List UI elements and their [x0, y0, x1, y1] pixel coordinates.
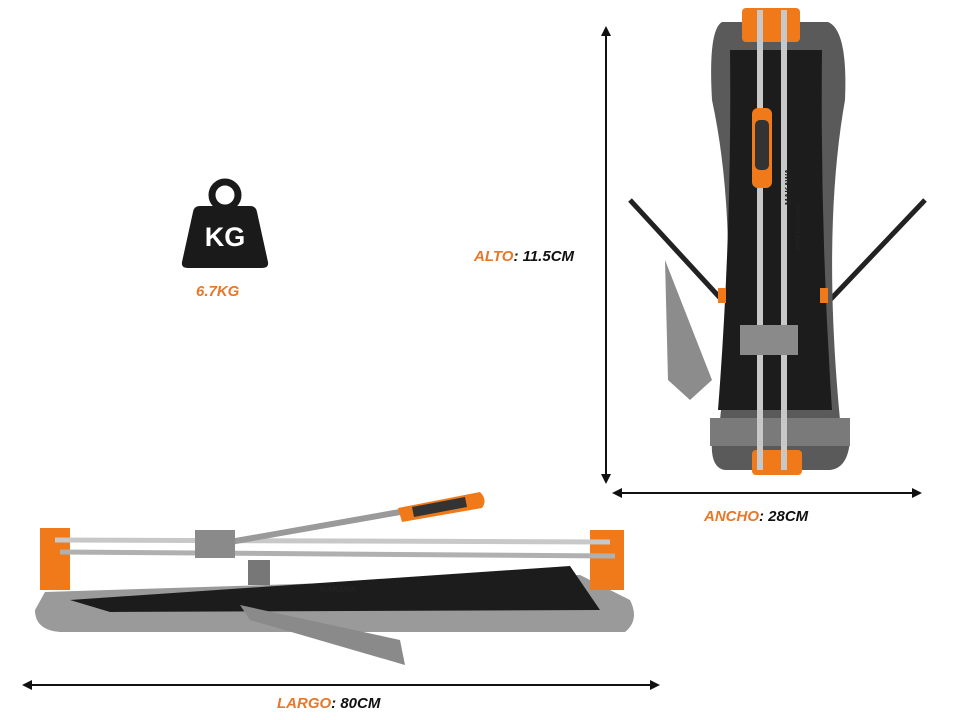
height-arrow — [601, 26, 611, 484]
length-label: LARGO: 80CM — [277, 695, 380, 712]
height-label-key: ALTO — [474, 248, 514, 265]
weight-value: 6.7KG — [196, 283, 240, 300]
subbrand-logo-top: PROFESSIONAL — [796, 202, 802, 250]
brand-logo-top: MAKAWA — [784, 168, 793, 205]
tile-cutter-side-view — [35, 492, 634, 665]
width-label-key: ANCHO — [704, 508, 759, 525]
length-arrow — [22, 680, 660, 690]
width-label: ANCHO: 28CM — [704, 508, 808, 525]
width-arrow — [612, 488, 922, 498]
weight-icon — [181, 178, 269, 268]
height-label: ALTO: 11.5CM — [474, 248, 574, 265]
tile-cutter-top-view — [628, 8, 927, 475]
weight-icon-label: KG — [204, 222, 246, 252]
brand-logo-side: MAKAWA — [320, 585, 357, 594]
length-value: : 80CM — [331, 695, 381, 712]
width-value: : 28CM — [759, 508, 809, 525]
height-value: : 11.5CM — [513, 248, 575, 265]
length-label-key: LARGO — [277, 695, 332, 712]
